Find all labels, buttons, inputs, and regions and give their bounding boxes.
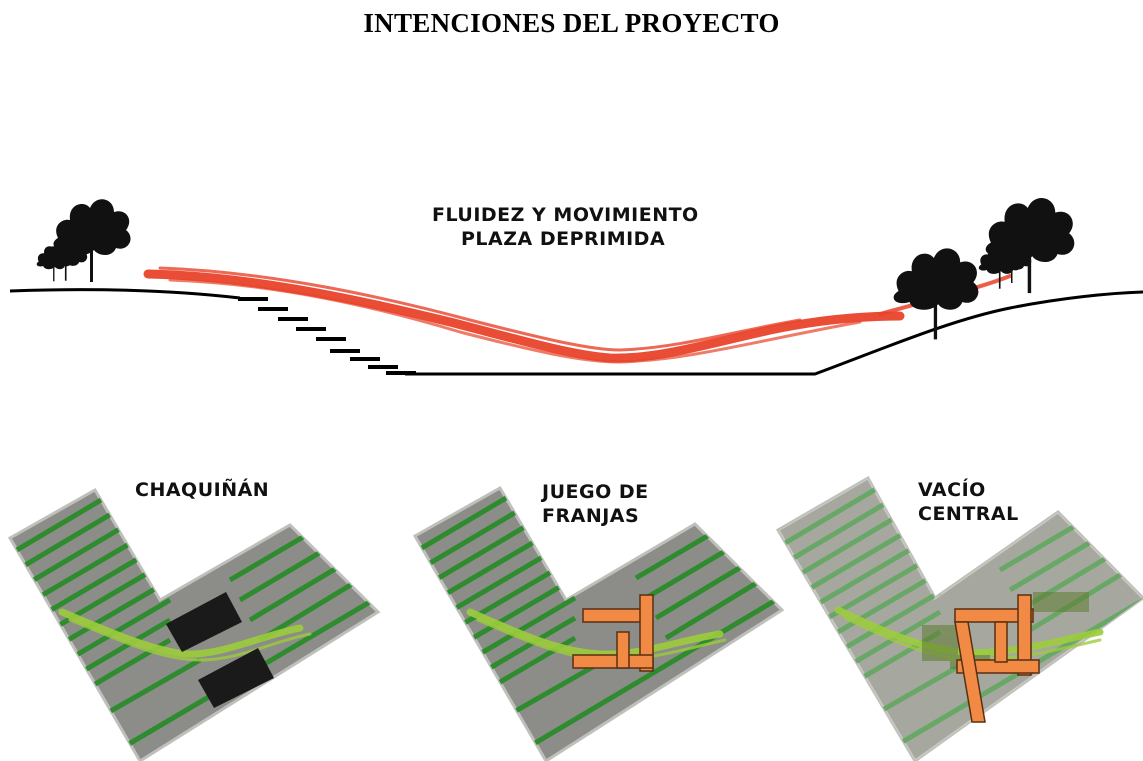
section-caption-line1: FLUIDEZ Y MOVIMIENTO [432,204,699,226]
tree-icon [893,197,1075,340]
page-title: INTENCIONES DEL PROYECTO [363,8,780,38]
plan-label-franjas: JUEGO DE FRANJAS [542,480,649,528]
section-caption: FLUIDEZ Y MOVIMIENTO PLAZA DEPRIMIDA [432,203,699,251]
section-steps [238,297,416,375]
plan-chaquinan [7,487,381,761]
tree-icon [36,199,131,282]
orange-frame [954,594,1040,723]
plan-label-line1: VACÍO [918,479,986,501]
section-ground-line [9,288,1143,376]
orange-frame [572,594,654,672]
section-caption-line2: PLAZA DEPRIMIDA [461,228,666,250]
black-block [166,592,274,708]
plan-label-line1: JUEGO DE [542,481,649,503]
plan-label-line2: CENTRAL [918,503,1019,525]
plan-vacio-central [775,475,1143,761]
plan-label-line1: CHAQUIÑÁN [135,479,270,501]
plan-label-chaquinan: CHAQUIÑÁN [135,478,269,502]
plan-label-line2: FRANJAS [542,505,640,527]
plan-juego-de-franjas [412,485,785,761]
plan-label-vacio: VACÍO CENTRAL [918,478,1019,526]
lime-trail [58,608,312,662]
